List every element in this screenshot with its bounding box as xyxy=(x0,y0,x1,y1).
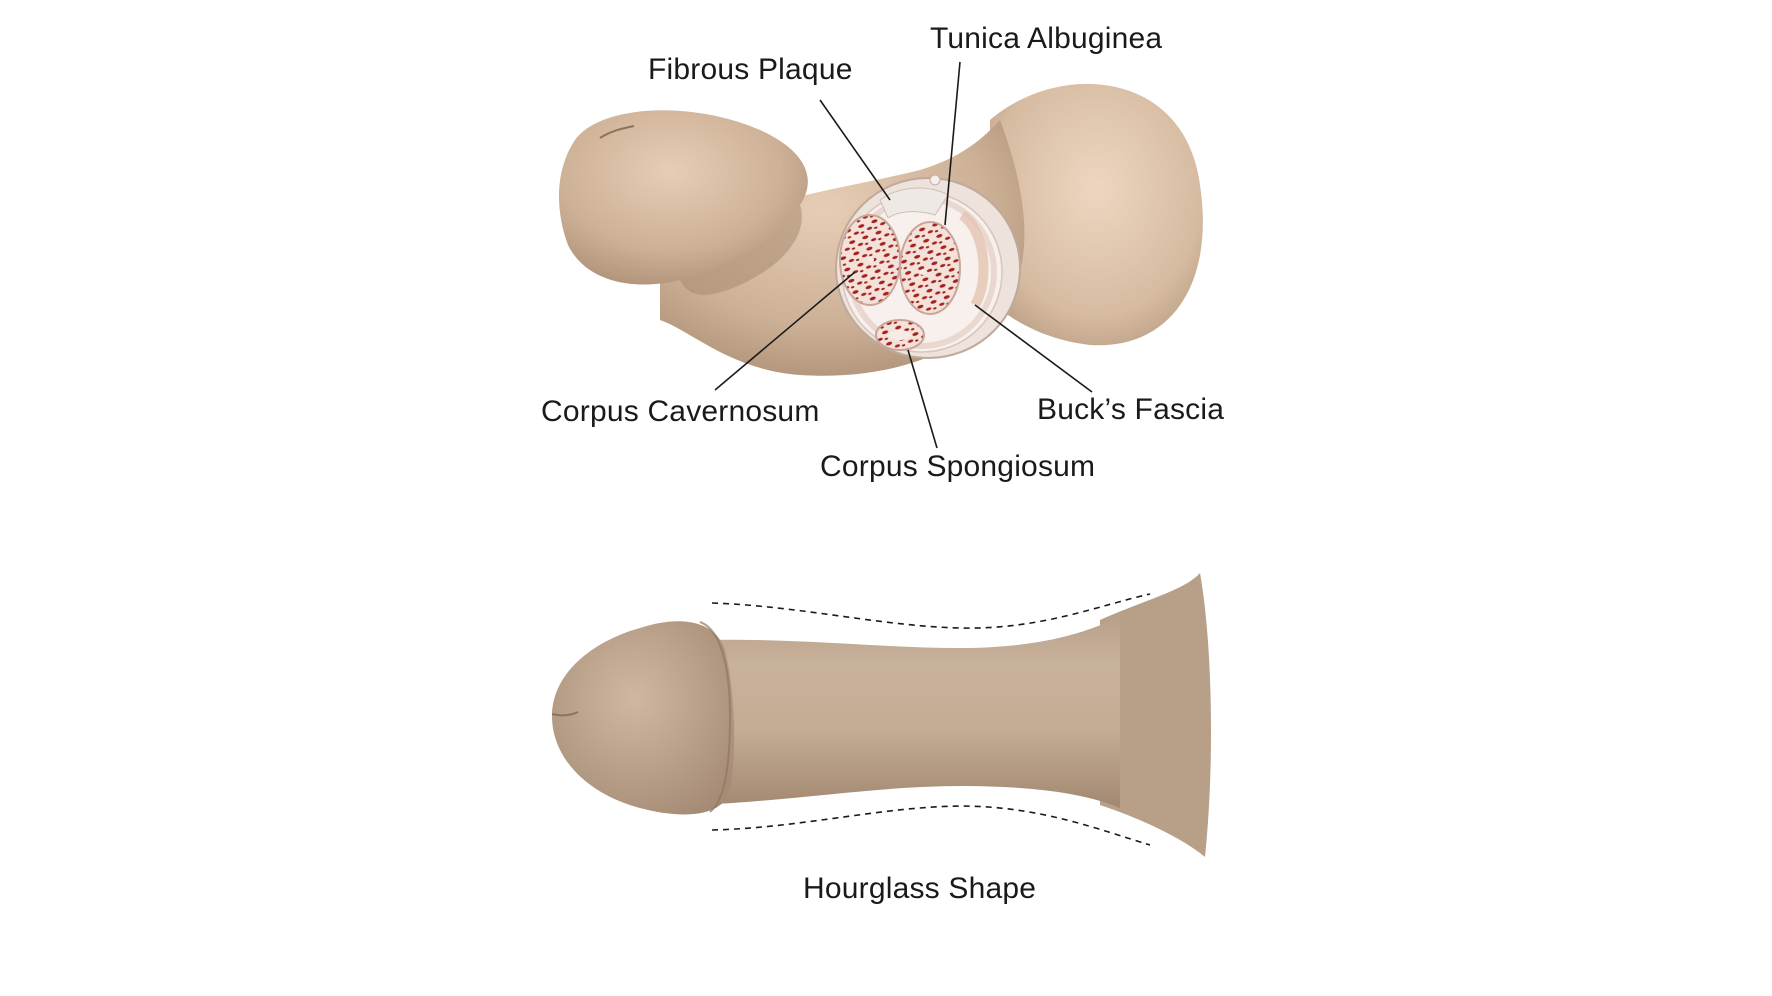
bottom-glans-rim xyxy=(699,621,732,813)
corpus-cavernosum-right xyxy=(899,221,961,315)
label-tunica-albuginea: Tunica Albuginea xyxy=(930,22,1163,55)
top-base xyxy=(990,83,1203,346)
cross-section xyxy=(835,174,1021,359)
label-bucks-fascia: Buck’s Fascia xyxy=(1037,393,1225,426)
bottom-glans xyxy=(552,621,735,815)
leader-bucks-fascia xyxy=(974,304,1093,393)
leader-corpus-cavernosum xyxy=(714,271,856,391)
label-fibrous-plaque: Fibrous Plaque xyxy=(648,53,853,86)
top-glans-rim-shadow xyxy=(680,205,802,295)
top-meatus xyxy=(599,125,635,139)
label-corpus-spongiosum: Corpus Spongiosum xyxy=(820,450,1096,483)
leader-lines xyxy=(714,61,1093,449)
dashed-guide-top xyxy=(711,593,1151,629)
leader-fibrous-plaque xyxy=(819,99,891,201)
leader-corpus-spongiosum xyxy=(907,349,938,449)
label-hourglass-shape: Hourglass Shape xyxy=(803,872,1037,905)
top-glans xyxy=(558,110,808,285)
fibrous-plaque-shape xyxy=(879,187,949,219)
hourglass-figure xyxy=(551,573,1212,857)
bottom-base xyxy=(1100,573,1212,857)
bottom-meatus xyxy=(551,711,579,717)
label-corpus-cavernosum: Corpus Cavernosum xyxy=(541,395,820,428)
bottom-shaft xyxy=(700,616,1120,808)
curved-shaft-figure xyxy=(558,61,1203,449)
leader-tunica-albuginea xyxy=(944,61,961,226)
dashed-guide-bottom xyxy=(711,805,1151,846)
